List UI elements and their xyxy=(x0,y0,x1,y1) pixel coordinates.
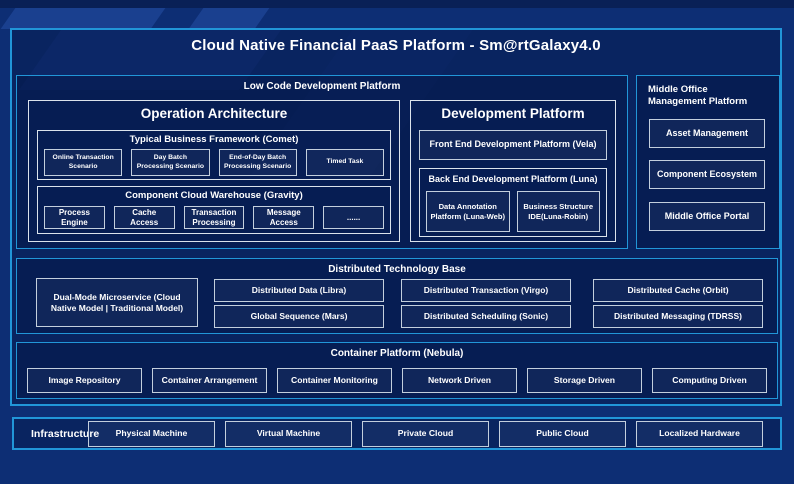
container-item-image-repository: Image Repository xyxy=(27,368,142,393)
comet-item-timed-task: Timed Task xyxy=(305,149,384,176)
infrastructure-label: Infrastructure xyxy=(31,427,100,440)
comet-items-row: Online Transaction Scenario Day Batch Pr… xyxy=(44,149,384,176)
infrastructure-item-virtual-machine: Virtual Machine xyxy=(225,420,352,447)
infrastructure-items-row: Physical Machine Virtual Machine Private… xyxy=(88,420,763,447)
container-item-storage-driven: Storage Driven xyxy=(527,368,642,393)
middle-office-management-platform-section: Middle Office Management Platform Asset … xyxy=(636,75,780,249)
distributed-technology-base-section: Distributed Technology Base Dual-Mode Mi… xyxy=(16,258,778,334)
container-item-network-driven: Network Driven xyxy=(402,368,517,393)
back-end-item-business-structure-ide-luna-robin: Business Structure IDE(Luna-Robin) xyxy=(516,191,600,232)
dual-mode-microservice-box: Dual-Mode Microservice (Cloud Native Mod… xyxy=(36,278,198,327)
comet-item-online-transaction-scenario: Online Transaction Scenario xyxy=(44,149,123,176)
infrastructure-section: Infrastructure Physical Machine Virtual … xyxy=(12,417,782,450)
container-platform-items-row: Image Repository Container Arrangement C… xyxy=(27,368,767,393)
low-code-development-platform-section: Low Code Development Platform Operation … xyxy=(16,75,628,249)
diagonal-streak-decoration xyxy=(188,8,270,29)
infrastructure-item-private-cloud: Private Cloud xyxy=(362,420,489,447)
distributed-item-distributed-data-libra: Distributed Data (Libra) xyxy=(214,279,384,302)
development-platform-title: Development Platform xyxy=(441,106,585,121)
gravity-item-process-engine: Process Engine xyxy=(44,206,105,229)
infrastructure-item-physical-machine: Physical Machine xyxy=(88,420,215,447)
development-platform-box: Development Platform Front End Developme… xyxy=(410,100,616,242)
back-end-luna-title: Back End Development Platform (Luna) xyxy=(428,174,598,184)
infrastructure-item-public-cloud: Public Cloud xyxy=(499,420,626,447)
container-platform-title: Container Platform (Nebula) xyxy=(330,348,464,359)
page-title: Cloud Native Financial PaaS Platform - S… xyxy=(191,37,601,54)
middle-office-item-middle-office-portal: Middle Office Portal xyxy=(649,202,765,231)
gravity-item-transaction-processing: Transaction Processing xyxy=(183,206,245,229)
gravity-items-row: Process Engine Cache Access Transaction … xyxy=(44,206,384,229)
distributed-item-distributed-messaging-tdrss: Distributed Messaging (TDRSS) xyxy=(593,305,763,328)
component-cloud-warehouse-gravity-box: Component Cloud Warehouse (Gravity) Proc… xyxy=(37,186,391,234)
top-strip-decoration xyxy=(0,0,794,8)
gravity-item-message-access: Message Access xyxy=(253,206,315,229)
distributed-item-distributed-scheduling-sonic: Distributed Scheduling (Sonic) xyxy=(401,305,571,328)
gravity-item-cache-access: Cache Access xyxy=(113,206,175,229)
comet-title: Typical Business Framework (Comet) xyxy=(129,134,299,145)
platform-main-panel: Cloud Native Financial PaaS Platform - S… xyxy=(10,28,782,406)
back-end-item-data-annotation-platform-luna-web: Data Annotation Platform (Luna-Web) xyxy=(426,191,510,232)
back-end-development-platform-luna-box: Back End Development Platform (Luna) Dat… xyxy=(419,168,607,237)
distributed-item-distributed-transaction-virgo: Distributed Transaction (Virgo) xyxy=(401,279,571,302)
middle-office-title: Middle Office Management Platform xyxy=(648,84,748,108)
distributed-title: Distributed Technology Base xyxy=(328,264,466,275)
comet-item-day-batch-processing-scenario: Day Batch Processing Scenario xyxy=(131,149,210,176)
infrastructure-item-localized-hardware: Localized Hardware xyxy=(636,420,763,447)
low-code-section-title: Low Code Development Platform xyxy=(243,81,401,92)
middle-office-item-component-ecosystem: Component Ecosystem xyxy=(649,160,765,189)
back-end-items-row: Data Annotation Platform (Luna-Web) Busi… xyxy=(426,191,600,232)
container-item-container-monitoring: Container Monitoring xyxy=(277,368,392,393)
distributed-item-distributed-cache-orbit: Distributed Cache (Orbit) xyxy=(593,279,763,302)
gravity-title: Component Cloud Warehouse (Gravity) xyxy=(125,190,303,201)
middle-office-item-asset-management: Asset Management xyxy=(649,119,765,148)
typical-business-framework-comet-box: Typical Business Framework (Comet) Onlin… xyxy=(37,130,391,180)
gravity-item-ellipsis: ...... xyxy=(323,206,384,229)
comet-item-end-of-day-batch-processing-scenario: End-of-Day Batch Processing Scenario xyxy=(218,149,297,176)
diagonal-streak-decoration xyxy=(0,8,166,29)
container-platform-nebula-section: Container Platform (Nebula) Image Reposi… xyxy=(16,342,778,399)
container-item-container-arrangement: Container Arrangement xyxy=(152,368,267,393)
operation-architecture-box: Operation Architecture Typical Business … xyxy=(28,100,400,242)
front-end-development-platform-vela-box: Front End Development Platform (Vela) xyxy=(419,130,607,160)
distributed-item-global-sequence-mars: Global Sequence (Mars) xyxy=(214,305,384,328)
operation-architecture-title: Operation Architecture xyxy=(140,106,288,121)
container-item-computing-driven: Computing Driven xyxy=(652,368,767,393)
